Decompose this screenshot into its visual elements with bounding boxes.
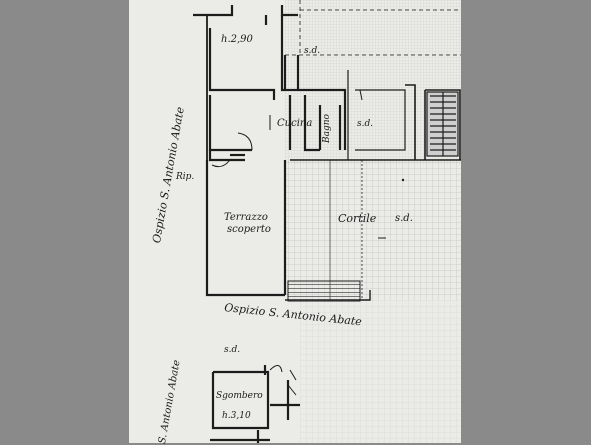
cucina-label: Cucina (277, 118, 313, 129)
mark-dot (401, 178, 405, 182)
staircase-bottom (287, 280, 361, 302)
door-swings (211, 89, 363, 396)
staircase-right (426, 91, 459, 157)
cortile-grid (285, 160, 461, 300)
height-label-lower: h.3,10 (222, 411, 251, 421)
cortile-label: Cortile (338, 212, 377, 225)
height-label-top: h.2,90 (221, 34, 253, 45)
terrazzo-label: Terrazzo (224, 212, 268, 223)
bagno-label: Bagno (322, 114, 332, 143)
sd-label-top: s.d. (304, 46, 321, 56)
walls (193, 0, 461, 443)
lower-grid (300, 300, 461, 443)
sd-label-lower: s.d. (224, 345, 241, 355)
rip-label: Rip. (176, 172, 195, 182)
scoperto-label: scoperto (227, 224, 271, 235)
cortile-sd-label: s.d. (395, 213, 413, 224)
sd-label-right: s.d. (357, 119, 374, 129)
sgombero-label: Sgombero (216, 391, 263, 401)
